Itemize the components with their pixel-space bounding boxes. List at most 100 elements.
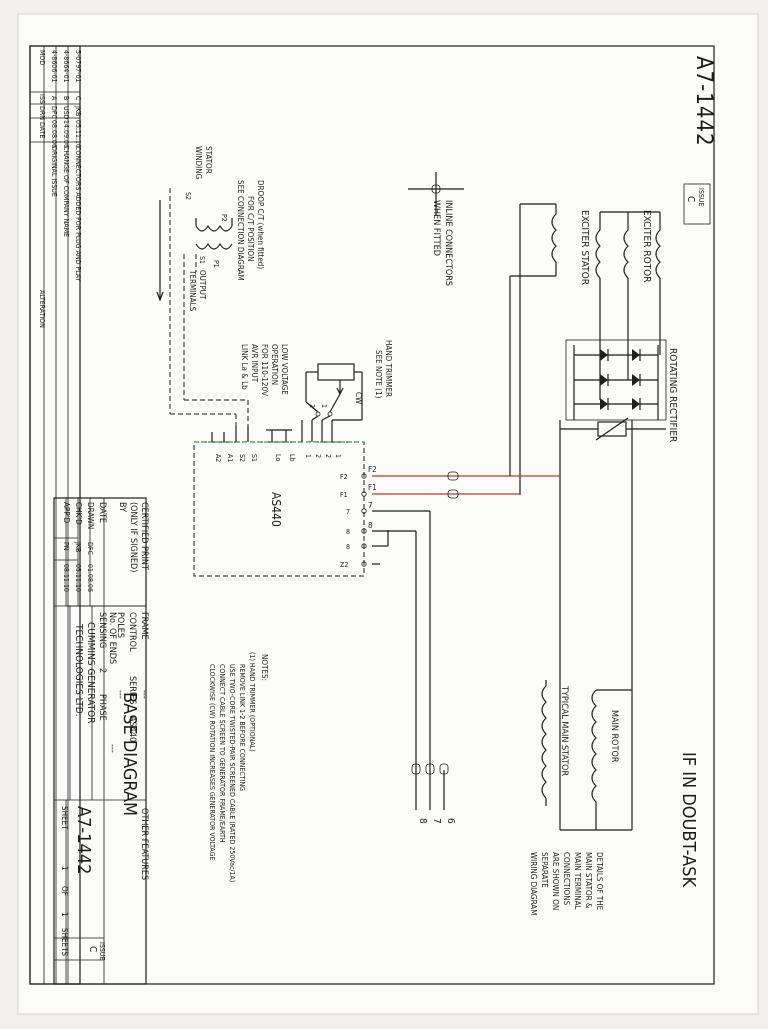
svg-text:WHEN FITTED: WHEN FITTED: [431, 200, 441, 256]
inline-connectors-label: INLINE CONNECTORS: [443, 200, 453, 286]
field-label-7: 7: [368, 501, 373, 510]
ct-terminal-p1: P1: [212, 260, 220, 268]
svg-text:---: ---: [115, 690, 125, 699]
svg-text:USD: USD: [62, 106, 70, 120]
svg-text:B: B: [62, 96, 70, 100]
rev-header-iss: ISS: [38, 94, 46, 104]
trimmer-terminal-1: 1: [320, 404, 328, 408]
rotating-rectifier-label: ROTATING RECTIFIER: [667, 348, 678, 442]
exciter-rotor-label: EXCITER ROTOR: [641, 210, 652, 283]
svg-text:1: 1: [60, 912, 69, 917]
svg-text:A7-1442: A7-1442: [691, 56, 716, 147]
svg-text:ISSUE: ISSUE: [98, 942, 106, 960]
svg-text:(ONLY IF SIGNED): (ONLY IF SIGNED): [128, 502, 138, 572]
svg-text:WIRING DIAGRAM: WIRING DIAGRAM: [529, 852, 538, 915]
avr-name: AS440: [269, 492, 283, 527]
title-block: [53, 497, 147, 985]
svg-text:01.08.06: 01.08.06: [86, 564, 94, 592]
svg-text:JKB: JKB: [74, 105, 82, 116]
exciter-rotor-coils: [595, 211, 661, 400]
svg-text:CONNECTIONS: CONNECTIONS: [562, 852, 571, 906]
svg-text:1: 1: [60, 866, 69, 871]
svg-text:PHASE: PHASE: [97, 694, 107, 721]
svg-text:05.11.10: 05.11.10: [74, 564, 82, 592]
certified-print: CERTIFIED PRINT: [139, 502, 149, 570]
avr-terminal-8a: 8: [346, 528, 350, 536]
notes: NOTES: (1) HAND TRIMMER (OPTIONAL) REMOV…: [208, 652, 269, 882]
exciter-stator-coil: [509, 203, 557, 495]
details-note: DETAILS OF THE MAIN STATOR & MAIN TERMIN…: [529, 852, 604, 915]
revision-table: [29, 45, 81, 985]
if-in-doubt-text: IF IN DOUBT-ASK: [678, 752, 699, 887]
issue-value-top: C: [685, 196, 696, 202]
company-name: CUMMINS GENERATOR: [85, 622, 96, 723]
issue-label-top: ISSUE: [697, 188, 705, 206]
svg-text:(1) HAND TRIMMER (OPTIONAL): (1) HAND TRIMMER (OPTIONAL): [248, 652, 256, 752]
output-leads: [411, 763, 449, 810]
svg-text:TERMINALS: TERMINALS: [188, 269, 197, 312]
issue-value-title: C: [87, 946, 98, 952]
svg-text:DETAILS OF THE: DETAILS OF THE: [595, 852, 604, 911]
svg-text:OPERATION: OPERATION: [270, 344, 279, 385]
svg-text:ORIGINAL ISSUE: ORIGINAL ISSUE: [50, 146, 58, 197]
svg-text:AVR INPUT: AVR INPUT: [250, 344, 259, 383]
svg-text:08.11.10: 08.11.10: [62, 564, 70, 592]
svg-text:MAIN STATOR &: MAIN STATOR &: [584, 852, 593, 909]
svg-text:CHANGE OF COMPANY NAME: CHANGE OF COMPANY NAME: [62, 146, 70, 237]
main-rotor-coil: [560, 689, 632, 831]
appd-label: APP'D: [62, 502, 71, 524]
svg-text:CONNECT CABLE SCREEN TO GENERA: CONNECT CABLE SCREEN TO GENERATOR FRAME/…: [218, 664, 226, 843]
main-rotor-label: MAIN ROTOR: [609, 710, 619, 763]
avr-terminal-8b: 8: [346, 543, 350, 551]
svg-text:SHEET: SHEET: [60, 806, 69, 830]
avr-terminal-z2: Z2: [340, 561, 348, 569]
svg-text:A2: A2: [214, 454, 222, 462]
svg-text:SERIES: SERIES: [127, 676, 137, 705]
svg-text:05.11.10: 05.11.10: [74, 120, 82, 148]
ct-terminal-p2: P2: [220, 214, 228, 222]
svg-text:1: 1: [304, 454, 312, 458]
avr-as440: F2 F1 7 8 8 Z2: [193, 441, 367, 577]
avr-terminal-7: 7: [346, 508, 350, 516]
chkd-label: CHK'D: [74, 502, 83, 525]
svg-text:IF IN DOUBT-ASK: IF IN DOUBT-ASK: [678, 752, 699, 887]
ct-terminal-s2: S2: [184, 192, 192, 200]
typical-main-stator-label: TYPICAL MAIN STATOR: [559, 685, 569, 777]
svg-text:DFC: DFC: [50, 106, 58, 119]
hand-trimmer-label: HAND TRIMMER: [384, 340, 393, 397]
rev-header-mod: MOD: [38, 50, 46, 65]
svg-text:AS440: AS440: [127, 716, 137, 742]
svg-text:CLOCKWISE (CW) ROTATION INCREA: CLOCKWISE (CW) ROTATION INCREASES GENERA…: [208, 664, 216, 860]
svg-text:OF: OF: [60, 886, 69, 896]
svg-text:LOW VOLTAGE: LOW VOLTAGE: [280, 344, 289, 395]
frame-label: FRAME: [139, 612, 149, 640]
svg-text:A: A: [50, 96, 58, 101]
low-voltage-note: LOW VOLTAGE OPERATION FOR 110-120V AVR I…: [240, 344, 289, 396]
avr-terminal-f2: F2: [340, 473, 348, 481]
output-terminal-7: 7: [431, 818, 442, 824]
stator-winding-label: STATOR: [204, 146, 213, 174]
svg-text:Lo: Lo: [274, 454, 282, 461]
svg-text:SEE NOTE (1): SEE NOTE (1): [374, 350, 383, 399]
svg-text:C: C: [74, 96, 82, 101]
rev-a-no: 4-8606-01: [50, 50, 58, 83]
ends-label: No. OF ENDS: [107, 612, 117, 664]
other-features-label: OTHER FEATURES: [139, 808, 149, 880]
svg-text:Lb: Lb: [288, 454, 296, 462]
avr-bottom-terminals: S1 S2 A1 A2 Lo Lb 1 2 2 1: [211, 420, 342, 462]
svg-text:NOTES:: NOTES:: [260, 654, 269, 681]
svg-text:REMOVE LINK 1-2 BEFORE CONNECT: REMOVE LINK 1-2 BEFORE CONNECTING: [238, 664, 246, 791]
svg-text:2: 2: [324, 454, 332, 458]
svg-text:SEPARATE: SEPARATE: [540, 852, 549, 888]
droop-ct: [156, 188, 249, 426]
inline-connector-legend: [408, 172, 464, 216]
rev-header-drn: DRN: [38, 106, 46, 120]
rotating-rectifier: [559, 339, 667, 830]
output-terminal-6: 6: [445, 818, 456, 824]
base-diagram-title: BASE DIAGRAM: [119, 692, 140, 816]
trimmer-terminal-2: 2: [308, 404, 316, 408]
poles-label: POLES: [115, 612, 125, 638]
drawn-label: DRAWN: [86, 502, 95, 529]
